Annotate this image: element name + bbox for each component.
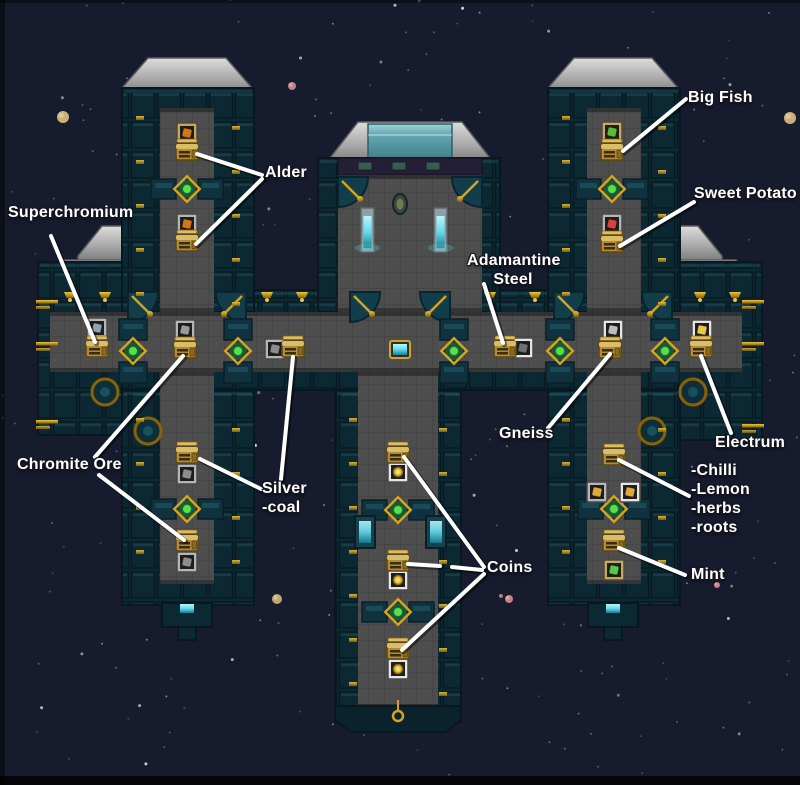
storage-chest[interactable] (386, 549, 410, 572)
storage-chest[interactable] (175, 441, 199, 464)
annotation-leader-line (618, 200, 696, 248)
hull-pipe (742, 424, 764, 428)
annotation-leader-line (406, 562, 442, 568)
item-frame[interactable] (603, 559, 625, 581)
hull-pipe (36, 420, 58, 424)
planet (499, 594, 503, 598)
storage-chest[interactable] (600, 230, 624, 253)
item-frame[interactable] (176, 213, 198, 235)
column-bottom-cap (334, 705, 462, 733)
storage-chest[interactable] (600, 138, 624, 161)
teleporter-node[interactable] (439, 336, 469, 366)
item-frame[interactable] (176, 463, 198, 485)
storage-chest[interactable] (175, 138, 199, 161)
ceiling-lamp (694, 292, 706, 298)
teleporter-node[interactable] (172, 494, 202, 524)
docking-stem (603, 626, 623, 641)
hull-pipe (36, 300, 58, 304)
ceiling-lamp (529, 292, 541, 298)
teleporter-pillar[interactable] (427, 207, 454, 253)
ceiling-lamp (729, 292, 741, 298)
item-frame[interactable] (176, 122, 198, 144)
item-frame[interactable] (691, 319, 713, 341)
annotation-leader-line (699, 354, 733, 435)
item-frame[interactable] (387, 461, 409, 483)
docking-stem (177, 626, 197, 641)
space-station (36, 57, 764, 733)
hull-pipe (742, 300, 764, 304)
item-frame[interactable] (387, 658, 409, 680)
annotation-leader-line (621, 97, 688, 153)
item-frame[interactable] (264, 338, 286, 360)
item-frame[interactable] (602, 319, 624, 341)
annotation-leader-line (93, 354, 185, 459)
item-frame[interactable] (586, 481, 608, 503)
annotation-leader-line (482, 282, 505, 345)
planet (784, 112, 796, 124)
teleporter-pillar[interactable] (354, 207, 381, 253)
annotation-leader-line (198, 457, 263, 491)
teleporter-node[interactable] (383, 597, 413, 627)
junction-doors (150, 498, 224, 520)
storage-chest[interactable] (281, 335, 305, 358)
teleporter-node[interactable] (383, 495, 413, 525)
annotation-leader-line (97, 473, 186, 542)
annotation-leader-line (279, 355, 295, 481)
junction-doors (150, 178, 224, 200)
airlock-door[interactable] (354, 515, 376, 549)
storage-chest[interactable] (175, 229, 199, 252)
junction-doors (650, 318, 680, 384)
item-frame[interactable] (601, 213, 623, 235)
annotation-leader-line (450, 565, 484, 572)
teleporter-pad[interactable] (389, 340, 411, 359)
annotation-leader-line (194, 177, 264, 246)
junction-doors (577, 498, 651, 520)
teleporter-node[interactable] (597, 174, 627, 204)
junction-doors (361, 499, 435, 521)
teleporter-node[interactable] (172, 174, 202, 204)
item-frame[interactable] (387, 569, 409, 591)
junction-doors (118, 318, 148, 384)
planet (57, 111, 69, 123)
docking-light (180, 604, 194, 613)
hull-pipe (742, 342, 764, 346)
teleporter-node[interactable] (223, 336, 253, 366)
ceiling-lamp (261, 292, 273, 298)
ceiling-lamp (99, 292, 111, 298)
planets (57, 82, 796, 604)
teleporter-node[interactable] (599, 494, 629, 524)
item-frame[interactable] (174, 319, 196, 341)
item-frame[interactable] (512, 337, 534, 359)
annotation-leader-line (617, 458, 691, 498)
bottom-border-bar (0, 776, 800, 785)
item-frame[interactable] (176, 551, 198, 573)
planet (288, 82, 296, 90)
teleporter-node[interactable] (118, 336, 148, 366)
planet (505, 595, 513, 603)
planet (714, 582, 720, 588)
item-frame[interactable] (601, 121, 623, 143)
hull-pipe (36, 342, 58, 346)
ceiling-lamp (296, 292, 308, 298)
dome-window (367, 123, 453, 161)
docking-light (606, 604, 620, 613)
junction-doors (439, 318, 469, 384)
annotation-leader-line (195, 152, 264, 177)
junction-doors (361, 601, 435, 623)
teleporter-node[interactable] (650, 336, 680, 366)
annotation-leader-line (617, 546, 687, 577)
annotation-leader-line (402, 455, 486, 569)
planet (272, 594, 282, 604)
junction-doors (223, 318, 253, 384)
storage-chest[interactable] (689, 335, 713, 358)
annotation-leader-line (49, 234, 97, 344)
annotation-leader-line (400, 572, 486, 652)
teleporter-node[interactable] (545, 336, 575, 366)
leader-lines (49, 97, 733, 652)
item-frame[interactable] (619, 481, 641, 503)
airlock-door[interactable] (425, 515, 447, 549)
annotation-leader-line (546, 352, 612, 430)
